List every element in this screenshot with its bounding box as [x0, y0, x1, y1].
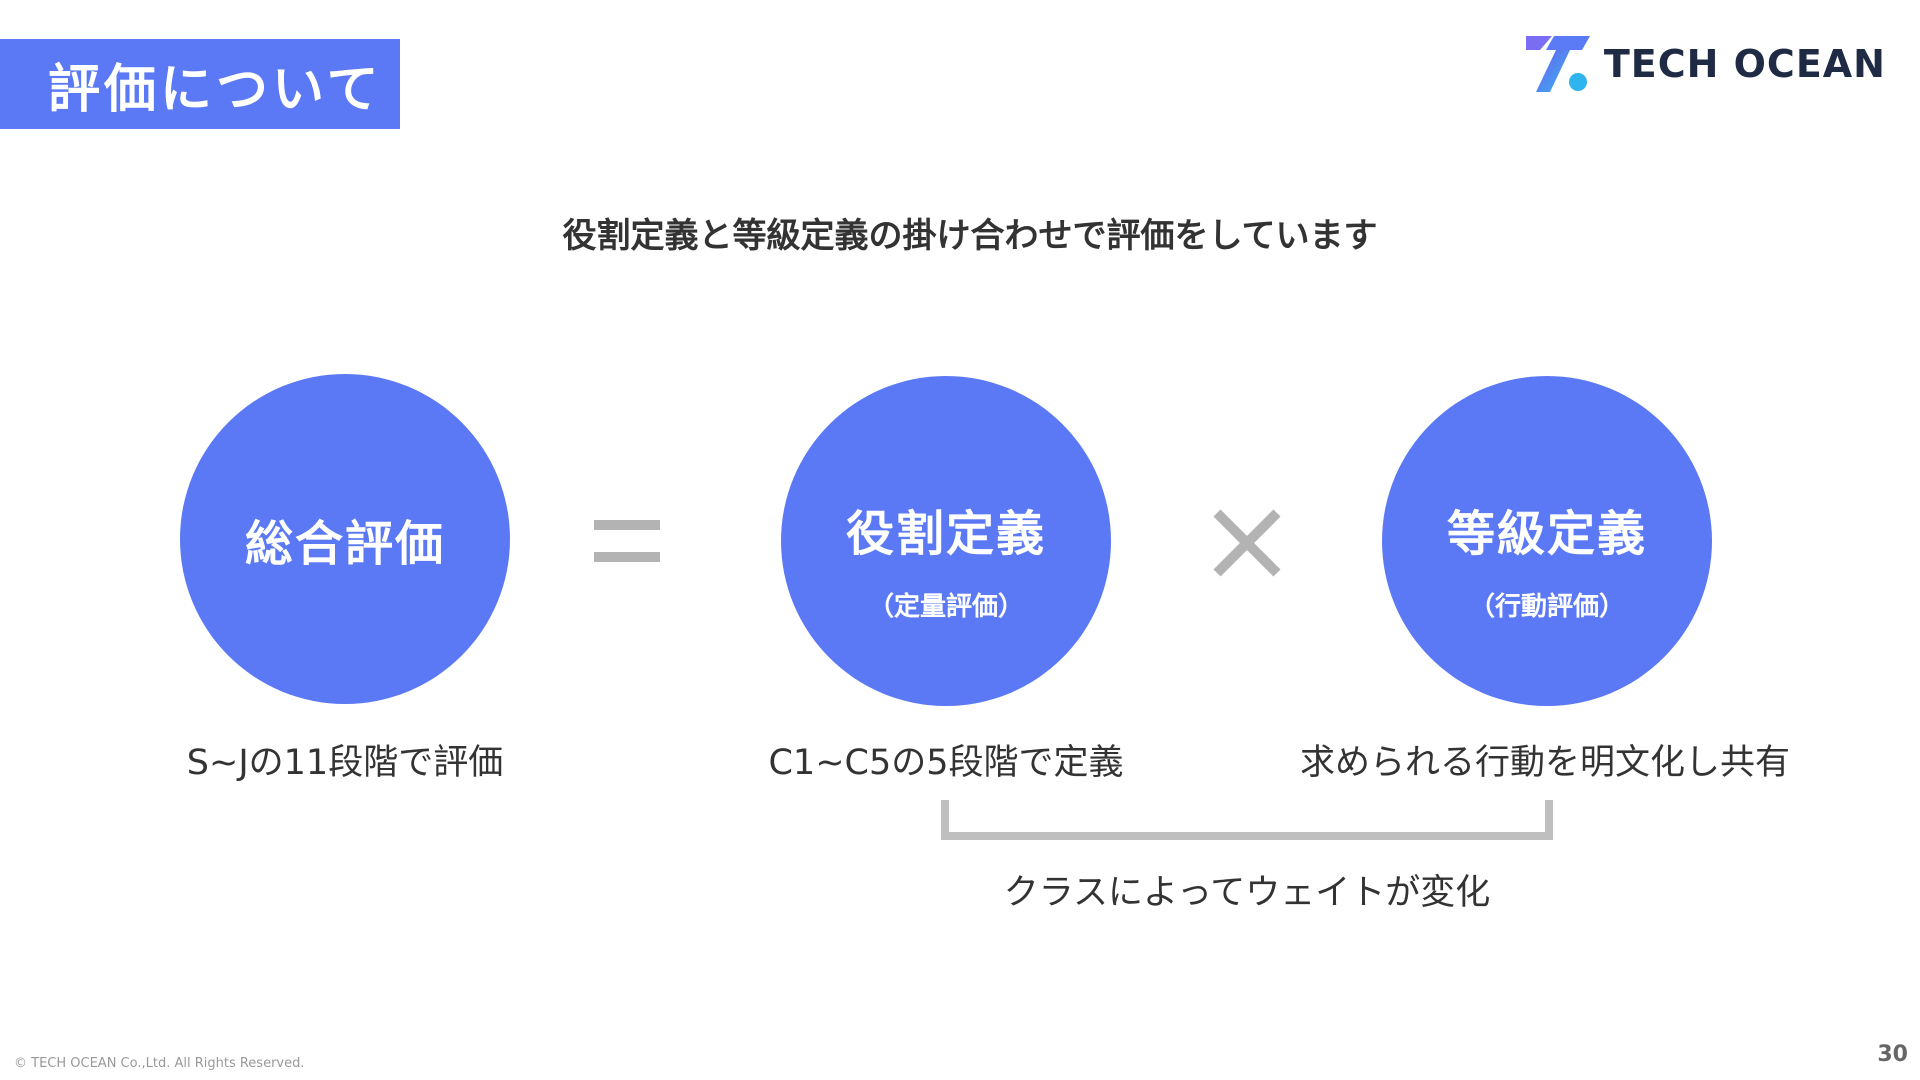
multiply-icon — [1213, 509, 1281, 577]
grade-definition-circle: 等級定義 （行動評価） — [1382, 376, 1712, 706]
company-logo: TECH OCEAN — [1525, 36, 1886, 92]
circle-title: 総合評価 — [244, 516, 445, 572]
bracket-connector — [941, 800, 1553, 840]
role-definition-caption: C1~C5の5段階で定義 — [768, 743, 1124, 783]
copyright-notice: © TECH OCEAN Co.,Ltd. All Rights Reserve… — [14, 1056, 305, 1071]
circle-title: 等級定義 — [1446, 506, 1647, 562]
tech-ocean-logo-icon — [1525, 36, 1590, 92]
weight-note: クラスによってウェイトが変化 — [1003, 873, 1491, 913]
logo-text: TECH OCEAN — [1603, 42, 1886, 86]
equals-icon — [594, 520, 660, 562]
overall-evaluation-caption: S~Jの11段階で評価 — [186, 743, 504, 783]
subtitle: 役割定義と等級定義の掛け合わせで評価をしています — [562, 216, 1378, 256]
circle-title: 役割定義 — [845, 506, 1046, 562]
title-tab: 評価について — [0, 39, 400, 129]
role-definition-circle: 役割定義 （定量評価） — [781, 376, 1111, 706]
page-number: 30 — [1877, 1042, 1908, 1067]
overall-evaluation-circle: 総合評価 — [180, 374, 510, 704]
circle-subtitle: （定量評価） — [867, 592, 1024, 622]
circle-subtitle: （行動評価） — [1468, 592, 1625, 622]
grade-definition-caption: 求められる行動を明文化し共有 — [1299, 743, 1790, 783]
page-title: 評価について — [48, 59, 383, 120]
